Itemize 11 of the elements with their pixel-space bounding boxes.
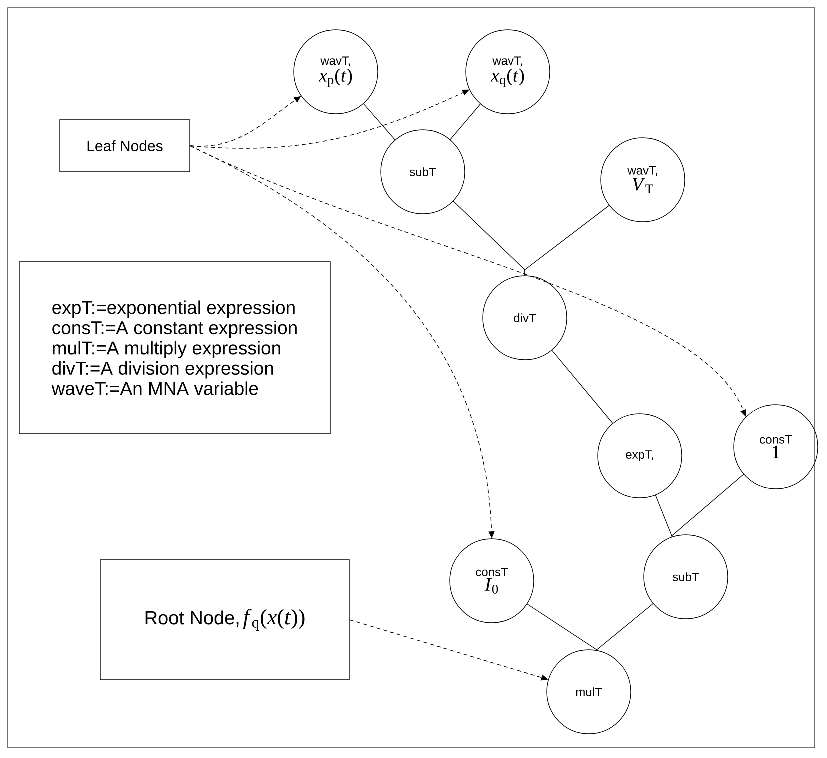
label-box: Leaf Nodes [60, 120, 190, 172]
tree-link [527, 604, 598, 651]
tree-link [596, 604, 654, 651]
tree-link [524, 205, 610, 276]
tree-link [672, 474, 744, 538]
tree-link [363, 104, 396, 140]
definitions-box: expT:=exponential expression consT:=A constant expression mulT:=A multiply expression divT:=A division expression waveT:=An MNA variable [19, 262, 331, 434]
tree-link [450, 104, 481, 140]
tree-link [655, 494, 673, 538]
label-box: Root Node, f$_{q}$(x(t)) [100, 560, 350, 680]
tree-link [552, 350, 614, 424]
